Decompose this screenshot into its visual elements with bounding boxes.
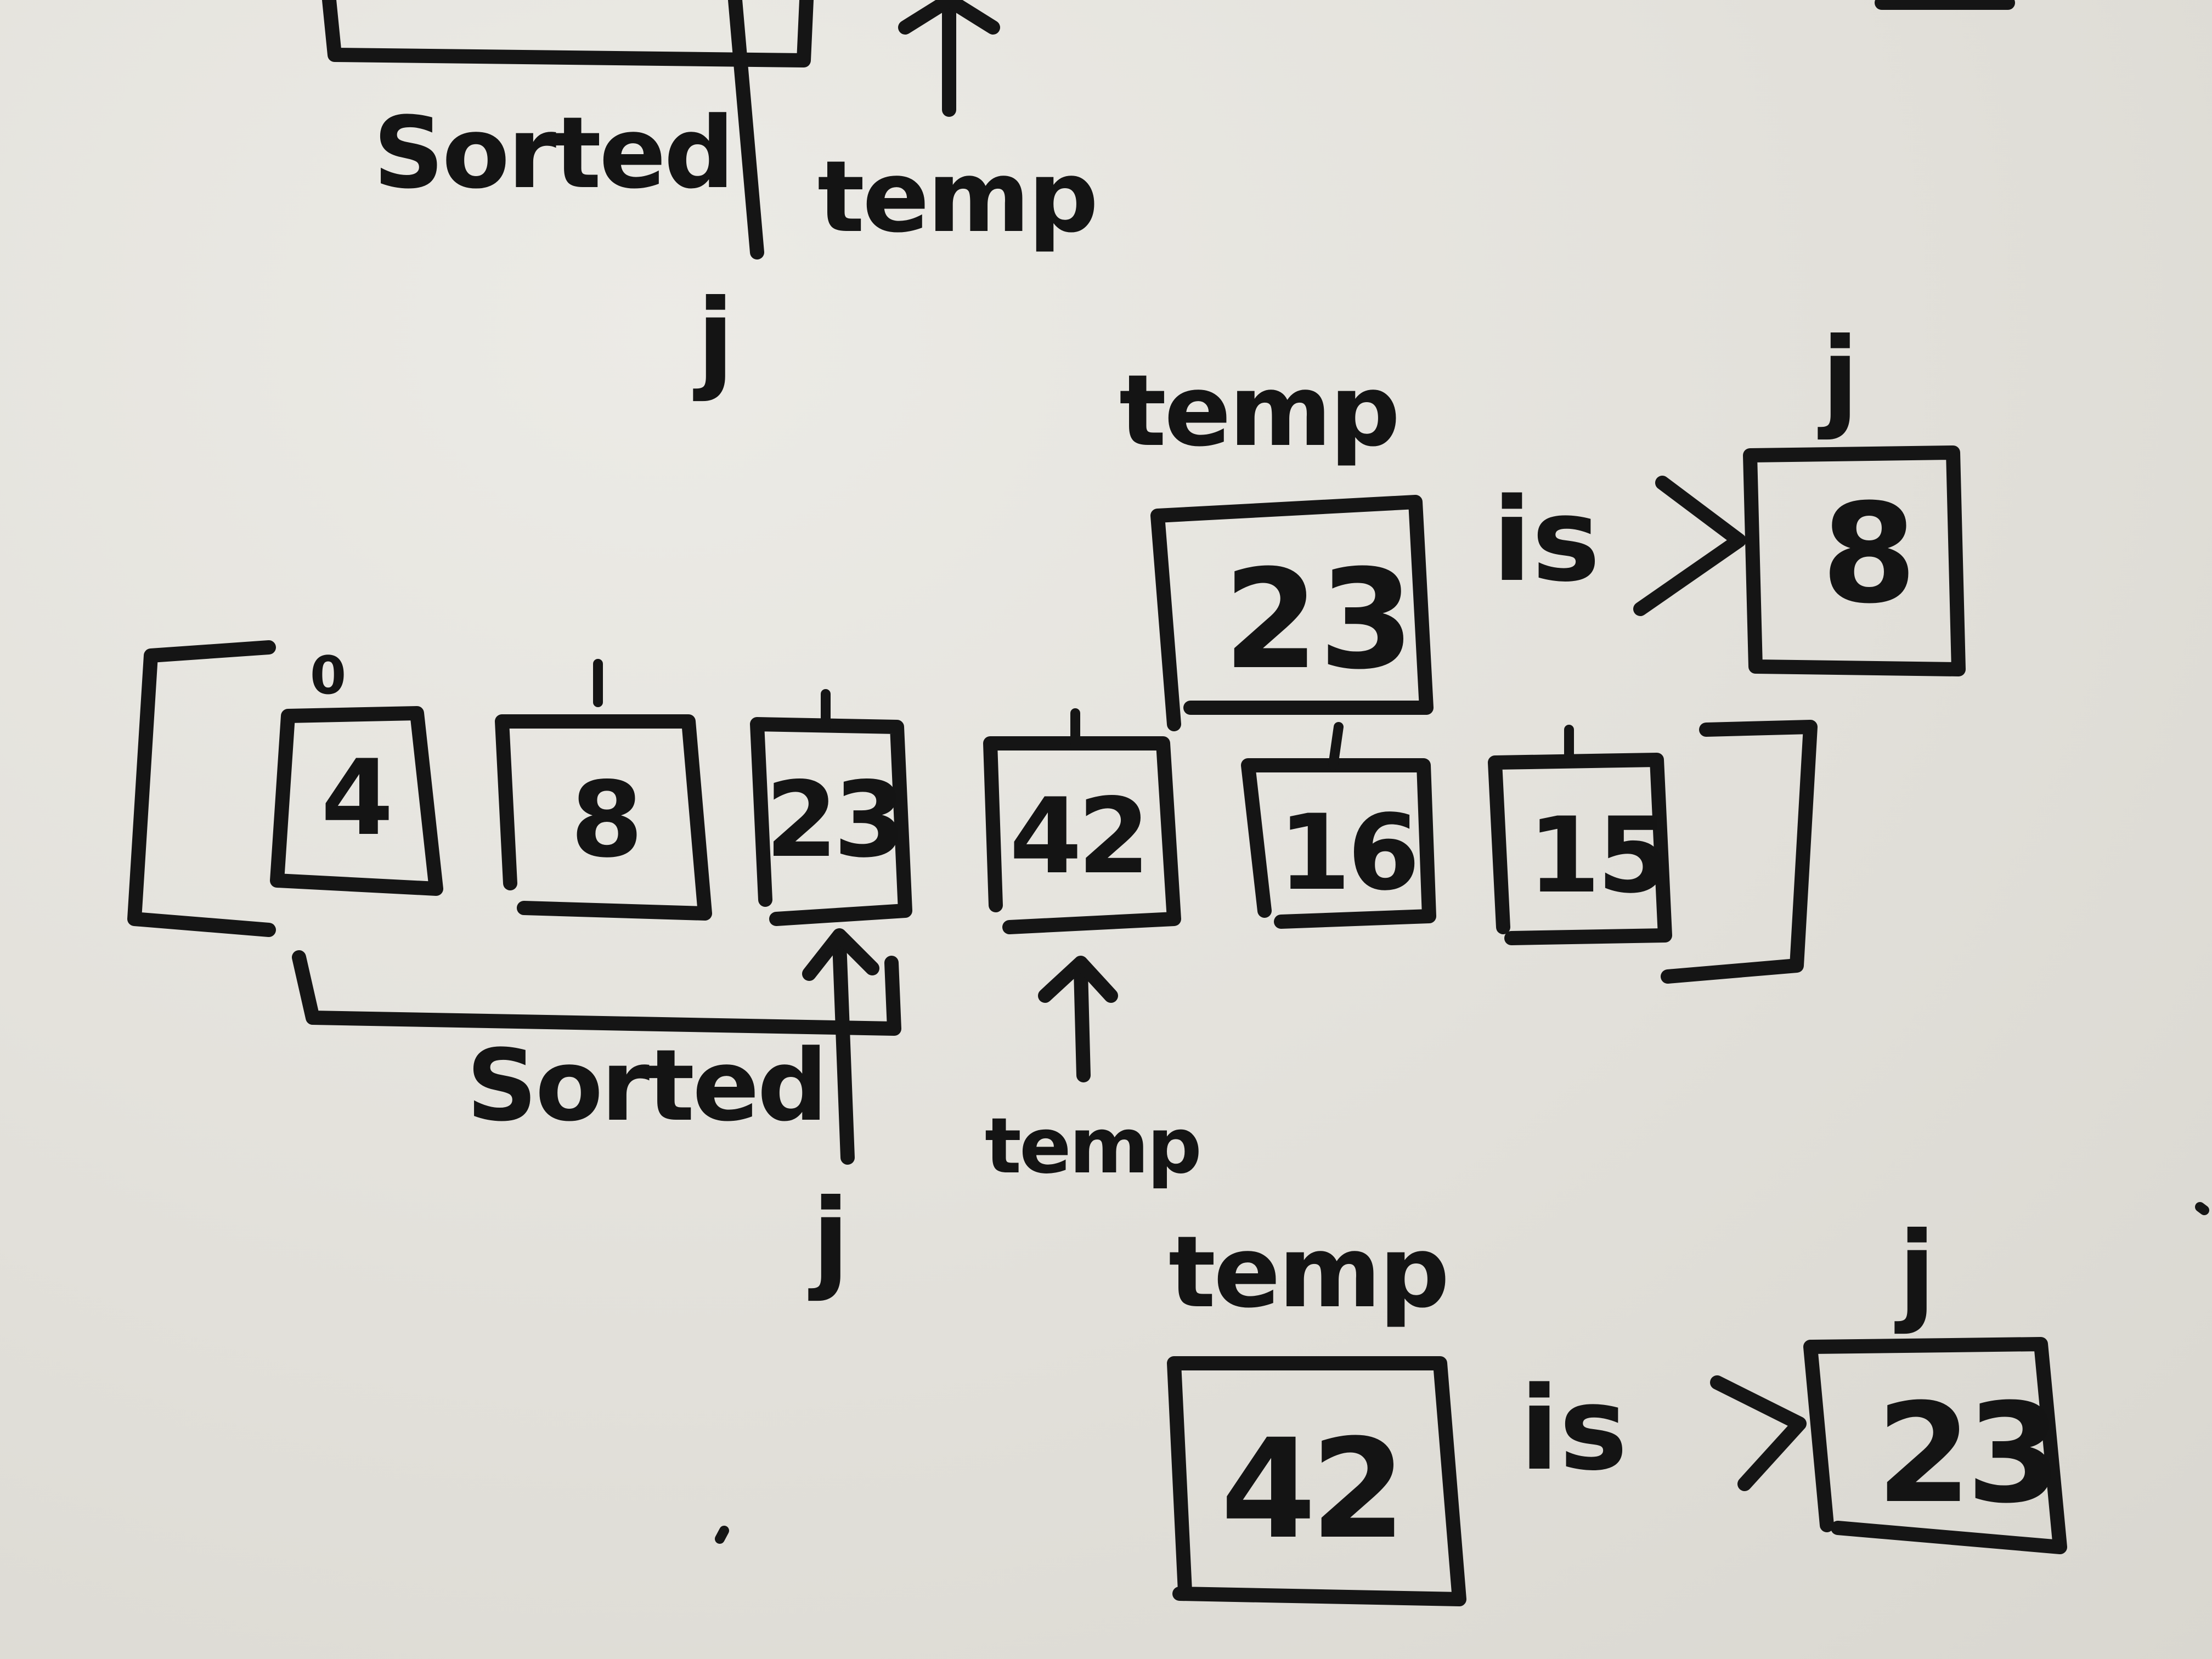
array-j-label: j <box>812 1176 850 1304</box>
array-sorted-label: Sorted <box>466 1029 828 1143</box>
index-tick-4 <box>1328 722 1344 770</box>
array-sorted-bracket <box>292 950 901 1036</box>
stray-mark <box>715 1526 729 1544</box>
comparison1-temp-value: 23 <box>1223 540 1414 699</box>
array-cell-box-1 <box>495 714 712 921</box>
array-j-arrow-shaft <box>832 936 855 1165</box>
comparison2-is-label: is <box>1520 1362 1628 1496</box>
array-index-0: 0 <box>310 646 347 706</box>
comparison1-gt-sign <box>1633 476 1746 616</box>
comparison2-j-box <box>1803 1337 2067 1554</box>
top-sorted-bracket <box>322 0 814 67</box>
comparison1-is-label: is <box>1492 473 1600 607</box>
top-sorted-label: Sorted <box>373 96 735 211</box>
comparison1-temp-box <box>1150 495 1434 731</box>
comparison2-gt-sign <box>1710 1375 1807 1491</box>
array-cell-box-5 <box>1488 753 1672 945</box>
comparison1-temp-label: temp <box>1119 354 1401 469</box>
stray-mark-right <box>2195 1202 2209 1215</box>
top-j-arrow-line <box>728 0 764 259</box>
array-value-2: 23 <box>765 759 906 881</box>
array-j-arrow-head <box>802 928 879 981</box>
array-value-0: 4 <box>321 737 394 859</box>
comparison2-temp-value: 42 <box>1221 1409 1406 1569</box>
array-temp-arrow-shaft <box>1074 964 1091 1082</box>
top-temp-label: temp <box>817 140 1099 255</box>
comparison1-j-label: j <box>1821 314 1859 442</box>
array-value-4: 16 <box>1278 792 1420 913</box>
array-right-bracket <box>1661 720 1818 984</box>
comparison1-j-box <box>1743 445 1966 676</box>
comparison1-j-value: 8 <box>1821 474 1917 634</box>
top-temp-arrow-head <box>898 0 1000 35</box>
array-value-3: 42 <box>1009 776 1150 897</box>
array-value-5: 15 <box>1528 795 1669 916</box>
array-value-1: 8 <box>571 759 644 881</box>
array-left-bracket <box>127 640 276 937</box>
comparison2-j-label: j <box>1898 1209 1936 1336</box>
top-j-label: j <box>697 276 735 404</box>
comparison2-j-value: 23 <box>1876 1374 2062 1533</box>
comparison2-temp-box <box>1167 1356 1466 1606</box>
array-temp-arrow-head <box>1038 956 1118 1003</box>
array-temp-label: temp <box>985 1102 1202 1191</box>
comparison2-temp-label: temp <box>1169 1215 1450 1330</box>
array-cell-box-0 <box>270 706 443 896</box>
